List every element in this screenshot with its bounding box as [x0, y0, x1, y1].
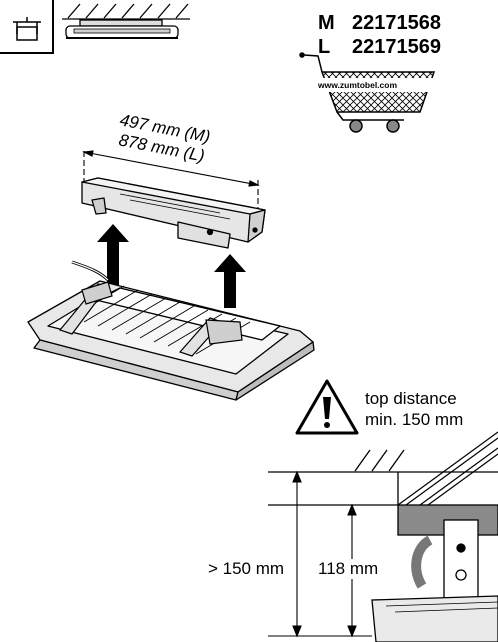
order-row-m: M 22171568 [318, 12, 441, 34]
total-distance-label: > 150 mm [208, 559, 285, 579]
order-row-l: L 22171569 [318, 36, 441, 58]
clearance-note: top distance min. 150 mm [365, 388, 463, 430]
website-label: www.zumtobel.com [318, 80, 398, 90]
bracket-height-label: 118 mm [318, 559, 379, 579]
variant-label: L [318, 36, 331, 58]
clearance-minimum: min. 150 mm [365, 410, 464, 429]
ceiling-mount-symbol-box [0, 0, 54, 54]
variant-label: M [318, 12, 335, 34]
order-codes: M 22171568 L 22171569 [318, 12, 498, 62]
order-code: 22171569 [352, 36, 441, 58]
order-code: 22171568 [352, 12, 441, 34]
ceiling-mount-icon [13, 17, 41, 41]
clearance-title: top distance [365, 389, 457, 408]
